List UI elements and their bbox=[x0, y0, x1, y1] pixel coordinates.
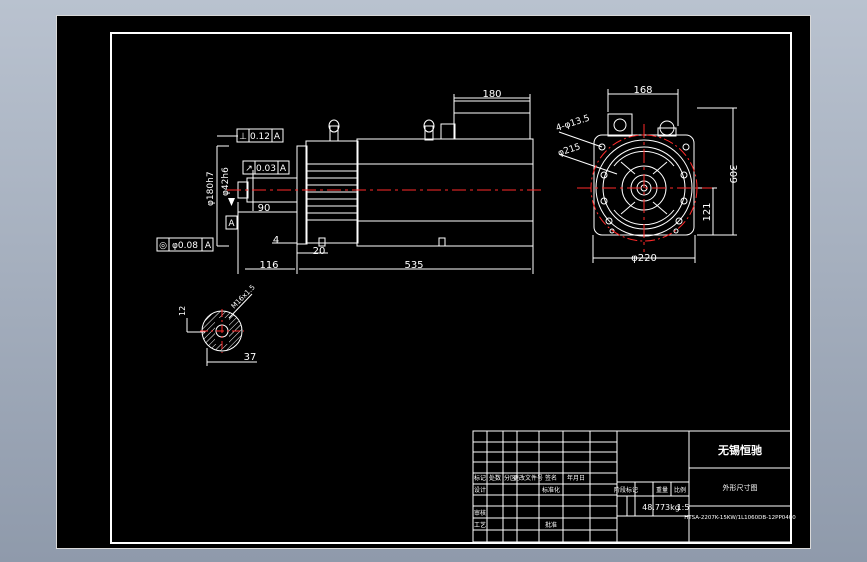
dim-12: 12 bbox=[178, 306, 187, 316]
tb-scale: 1:5 bbox=[677, 503, 690, 512]
runout-datum: A bbox=[280, 164, 287, 174]
dim-37: 37 bbox=[244, 352, 257, 363]
flange-diameter-label: φ180h7 bbox=[206, 171, 216, 206]
dim-309: 309 bbox=[727, 164, 738, 183]
tb-standard: 标准化 bbox=[542, 486, 560, 494]
dim-180: 180 bbox=[482, 89, 501, 100]
tb-review: 审核 bbox=[474, 509, 486, 517]
terminal-box bbox=[453, 100, 531, 140]
tb-design: 设计 bbox=[474, 486, 486, 494]
dim-535: 535 bbox=[404, 260, 423, 271]
dim-168: 168 bbox=[633, 85, 652, 96]
tb-part-number: HTSA-2207K-15KW/1L1060DB-12PP0400 bbox=[684, 515, 796, 521]
title-block-text: 标记 处数 分区 更改文件号 签名 年月日 设计 标准化 审核 工艺 批准 阶段… bbox=[474, 474, 686, 529]
tb-stage: 阶段标记 bbox=[614, 486, 638, 494]
tb-scale-label: 比例 bbox=[674, 486, 686, 494]
concentricity-frame: ◎ φ0.08 A bbox=[156, 237, 214, 252]
key-label: M16x1.5 bbox=[230, 283, 257, 310]
dim-4: 4 bbox=[273, 235, 279, 246]
datum-letter: A bbox=[228, 219, 235, 229]
tb-company: 无锡恒驰 bbox=[717, 443, 762, 457]
tb-count: 处数 bbox=[489, 474, 501, 482]
side-view bbox=[216, 94, 534, 274]
dim-90: 90 bbox=[258, 203, 271, 214]
drawing-canvas: ⊥ 0.12 A ↗ 0.03 A ◎ φ0.08 A bbox=[110, 32, 796, 544]
motor-body bbox=[356, 138, 534, 247]
title-block bbox=[472, 430, 792, 543]
perpendicularity-symbol: ⊥ bbox=[239, 132, 247, 142]
tb-signature: 签名 bbox=[545, 474, 557, 482]
tb-approve: 批准 bbox=[545, 521, 557, 529]
concentricity-datum: A bbox=[205, 241, 212, 251]
lifting-eye-2 bbox=[424, 125, 434, 141]
shaft-section bbox=[186, 293, 257, 366]
tb-date: 年月日 bbox=[567, 474, 585, 482]
concentricity-value: φ0.08 bbox=[172, 241, 198, 251]
fin-lines bbox=[306, 163, 358, 221]
tb-weight-label: 重量 bbox=[656, 486, 668, 494]
tb-marking: 标记 bbox=[474, 474, 486, 482]
datum-box bbox=[225, 215, 238, 230]
tb-process: 工艺 bbox=[474, 521, 486, 529]
inner-border bbox=[110, 32, 792, 544]
dim-220: φ220 bbox=[631, 253, 657, 264]
runout-value: 0.03 bbox=[256, 164, 276, 174]
datum-triangle bbox=[228, 198, 235, 206]
lifting-eye-1 bbox=[329, 125, 339, 142]
tb-change-doc: 更改文件号 bbox=[513, 474, 543, 482]
bolt-pattern-label: 4-φ13.5 bbox=[555, 114, 591, 134]
concentricity-symbol: ◎ bbox=[159, 241, 167, 251]
tb-drawing-title: 外形尺寸图 bbox=[723, 483, 758, 492]
perpendicularity-frame: ⊥ 0.12 A bbox=[236, 128, 284, 143]
drawing-sheet[interactable]: ⊥ 0.12 A ↗ 0.03 A ◎ φ0.08 A bbox=[56, 15, 811, 549]
runout-frame: ↗ 0.03 A bbox=[242, 160, 290, 175]
pcd-label: φ215 bbox=[557, 142, 582, 159]
runout-symbol: ↗ bbox=[245, 164, 253, 174]
perpendicularity-datum: A bbox=[274, 132, 281, 142]
bolt-circle bbox=[590, 134, 698, 242]
tb-zone: 分区 bbox=[504, 474, 516, 482]
perpendicularity-value: 0.12 bbox=[250, 132, 270, 142]
tb-weight: 48.773kg bbox=[642, 503, 680, 512]
shaft-diameter-label: φ42h6 bbox=[221, 167, 231, 196]
top-connector bbox=[607, 113, 633, 137]
dim-121: 121 bbox=[702, 202, 713, 221]
dim-20: 20 bbox=[313, 246, 326, 257]
dim-116: 116 bbox=[259, 260, 278, 271]
